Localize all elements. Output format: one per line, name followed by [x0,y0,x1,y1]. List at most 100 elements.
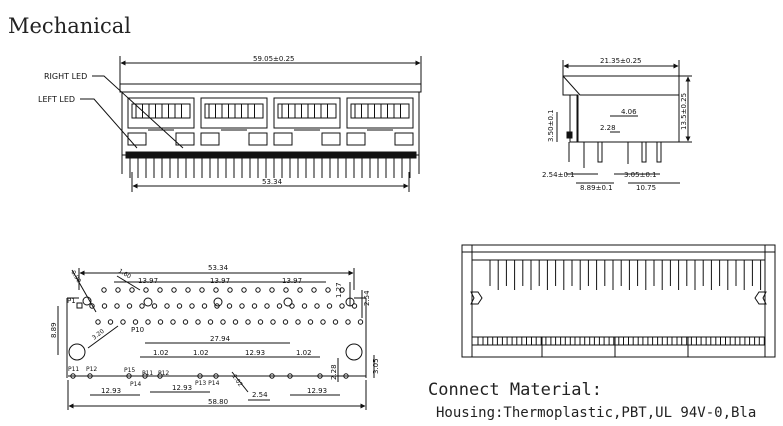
pin-hole [241,287,247,293]
pin-hole [239,303,245,309]
comb-tooth [642,336,649,346]
comb-tooth [749,336,756,346]
fp-d-12-93-mid: 12.93 [245,349,265,357]
fp-p10: P10 [131,326,144,334]
fp-d-2-28: 2.28 [330,364,338,380]
comb-tooth [623,336,629,346]
pin-hole [307,319,314,325]
comb-tooth [739,336,746,346]
comb-tooth [555,336,562,346]
front-view [80,56,422,192]
fp-p12-a: P12 [86,366,97,373]
comb-tooth [720,336,726,346]
side-d-2-54: 2.54±0.1 [542,171,575,179]
left-led-window [200,132,220,146]
right-led-window [321,132,341,146]
side-d-3-50: 3.50±0.1 [547,109,555,142]
fp-d-2-54-bottom: 2.54 [252,391,268,399]
fp-d-13-97-a: 13.97 [138,277,158,285]
pin-hole [139,303,145,309]
alignment-hole [82,296,92,306]
port-opening [346,97,414,129]
pin-hole [143,287,149,293]
pin-hole [314,303,320,309]
comb-tooth [652,336,659,346]
fp-d-12-93-right: 12.93 [307,387,327,395]
fp-p11: P11 [68,366,79,373]
fp-d-1-27: 1.27 [335,282,343,298]
pin-hole [311,287,317,293]
fp-p1: P1 [67,297,76,305]
left-led-label: LEFT LED [38,95,75,104]
fp-d-8-89: 8.89 [50,322,58,338]
comb-tooth [603,336,610,346]
fp-p14: P14 [130,381,141,388]
comb-tooth [526,336,532,346]
fp-d-1-02-b: 1.02 [193,349,209,357]
fp-d-1-02-a: 1.02 [153,349,169,357]
pin-hole [289,303,295,309]
footprint-view [57,268,375,410]
fp-d-3-05: 3.05 [372,358,380,374]
side-height: 13.5±0.25 [680,93,688,130]
comb-tooth [729,336,736,346]
pin-hole [357,319,364,325]
pin-hole [126,303,133,309]
side-d-2-28: 2.28 [600,124,616,132]
pin-hole [176,303,183,309]
pin-hole [170,319,176,325]
pin-hole [276,303,283,309]
pin-hole [326,303,333,309]
fp-p11-b: P11 [142,370,153,377]
pin-hole [251,303,258,309]
pin-hole [101,303,108,309]
port-contacts [277,103,337,119]
pin-hole [325,287,331,293]
pin-hole [157,287,163,293]
fp-d-12-93-left: 12.93 [101,387,121,395]
comb-tooth [661,336,668,346]
comb-tooth [710,336,717,346]
pin-hole [232,319,239,325]
pin-hole [220,319,226,325]
section-view [461,244,776,358]
pin-hole [207,319,214,325]
pin-hole [270,319,276,325]
pin-hole [351,303,358,309]
pin-hole [226,303,233,309]
pin-hole [213,287,219,293]
pin-hole [157,319,164,325]
port-opening [273,97,341,129]
side-view [556,60,692,184]
pin-hole [301,303,308,309]
alignment-hole [283,297,293,307]
pin-hole [171,287,177,293]
comb-tooth [545,336,552,346]
comb-tooth [613,336,620,346]
comb-tooth [506,336,513,346]
fp-d-1-02-diag: 1.02 [230,373,244,388]
port-opening [200,97,268,129]
pin-hole [264,303,270,309]
comb-tooth [574,336,581,346]
alignment-hole [143,297,153,307]
fp-d-13-97-b: 13.97 [210,277,230,285]
pin-hole [295,319,301,325]
pin-hole [89,303,95,309]
pin-hole [282,319,289,325]
pin-hole [345,319,351,325]
right-led-label: RIGHT LED [44,72,87,81]
page-title: Mechanical [8,14,131,38]
pin-hole [115,287,121,293]
fp-d-3-20: 3.20 [91,328,106,342]
comb-tooth [564,336,571,346]
right-led-window [248,132,268,146]
pin-hole [101,287,107,293]
fp-d-0-90: 0.90 [69,269,82,284]
pin-hole [107,319,114,325]
pin-hole [283,287,289,293]
pin-hole [189,303,195,309]
fp-d-2-54-right: 2.54 [363,290,371,306]
port-contacts [350,103,410,119]
